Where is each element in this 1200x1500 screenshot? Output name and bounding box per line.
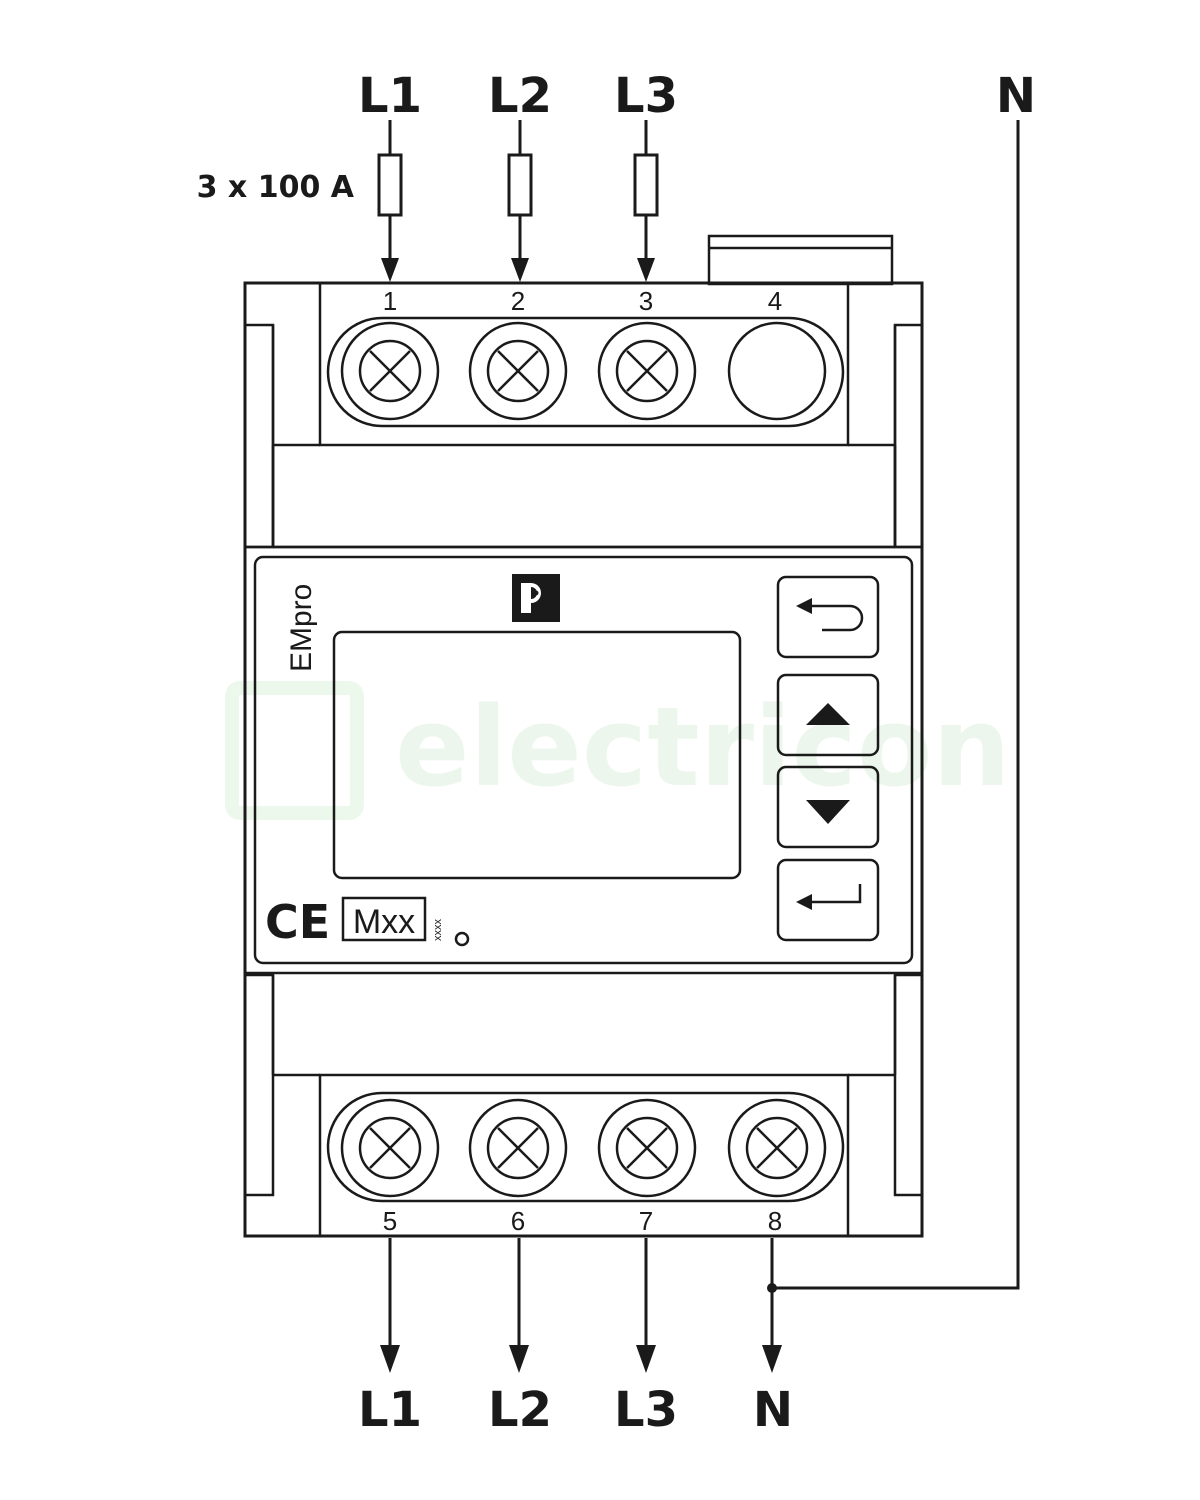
led-indicator: [454, 931, 470, 947]
top-label-l1: L1: [358, 68, 422, 124]
terminal-number-7: 7: [639, 1206, 653, 1236]
fuse-l1: [377, 153, 403, 217]
watermark-text: electricon: [395, 683, 1011, 811]
arrow-up-icon: [806, 703, 850, 725]
arrow-down-icon: [380, 1345, 400, 1373]
outgoing-wire-n: [762, 1238, 782, 1373]
watermark: electricon: [225, 681, 1011, 820]
bottom-label-l1: L1: [358, 1382, 422, 1438]
terminal-screw-1[interactable]: [340, 321, 440, 421]
terminal-screw-6[interactable]: [468, 1098, 568, 1198]
fuse-l3: [633, 153, 659, 217]
terminal-screw-5[interactable]: [340, 1098, 440, 1198]
metrology-mark: Mxx: [353, 903, 415, 941]
terminal-number-2: 2: [511, 286, 525, 316]
metrology-mark-box: [341, 896, 427, 942]
arrow-down-icon: [511, 258, 529, 282]
back-button[interactable]: [776, 575, 880, 659]
meter-housing: [243, 281, 924, 1238]
incoming-wire-l2: [507, 120, 533, 282]
terminal-screw-7[interactable]: [597, 1098, 697, 1198]
top-connector-tab: [707, 234, 894, 286]
ce-mark: CE: [265, 895, 330, 949]
outgoing-wire-l3: [636, 1238, 656, 1373]
terminal-number-8: 8: [768, 1206, 782, 1236]
top-label-l3: L3: [614, 68, 678, 124]
back-icon: [796, 598, 864, 632]
terminal-number-6: 6: [511, 1206, 525, 1236]
arrow-down-icon: [636, 1345, 656, 1373]
terminal-screw-8[interactable]: [727, 1098, 827, 1198]
bottom-label-l2: L2: [488, 1382, 552, 1438]
arrow-down-icon: [509, 1345, 529, 1373]
top-terminal-strip: [326, 316, 845, 428]
down-button[interactable]: [776, 765, 880, 849]
bottom-label-n: N: [753, 1382, 793, 1438]
enter-button[interactable]: [776, 858, 880, 942]
top-label-l2: L2: [488, 68, 552, 124]
terminal-number-5: 5: [383, 1206, 397, 1236]
terminal-screw-2[interactable]: [468, 321, 568, 421]
arrow-down-icon: [381, 258, 399, 282]
energy-meter: 1 2 3 4 EMpro: [243, 234, 924, 1238]
terminal-4-empty: [727, 321, 827, 421]
terminal-screw-3[interactable]: [597, 321, 697, 421]
bottom-terminal-strip: [326, 1091, 845, 1203]
bottom-label-l3: L3: [614, 1382, 678, 1438]
incoming-wire-l1: [377, 120, 403, 282]
metrology-mark-sub: xxxx: [432, 919, 444, 942]
fuse-l2: [507, 153, 533, 217]
incoming-wire-l3: [633, 120, 659, 282]
arrow-down-icon: [806, 800, 850, 824]
arrow-down-icon: [637, 258, 655, 282]
top-label-n: N: [996, 68, 1036, 124]
lcd-display: [332, 630, 742, 880]
logo-icon: [512, 574, 560, 622]
enter-icon: [796, 884, 862, 910]
up-button[interactable]: [776, 673, 880, 757]
outgoing-wire-l2: [509, 1238, 529, 1373]
terminal-number-4: 4: [768, 286, 782, 316]
terminal-number-1: 1: [383, 286, 397, 316]
terminal-number-3: 3: [639, 286, 653, 316]
brand-label: EMpro: [285, 584, 318, 672]
arrow-down-icon: [762, 1345, 782, 1373]
outgoing-wire-l1: [380, 1238, 400, 1373]
fuse-rating-label: 3 x 100 A: [197, 170, 355, 205]
front-panel: [253, 555, 914, 965]
neutral-wire: [772, 120, 1020, 1290]
